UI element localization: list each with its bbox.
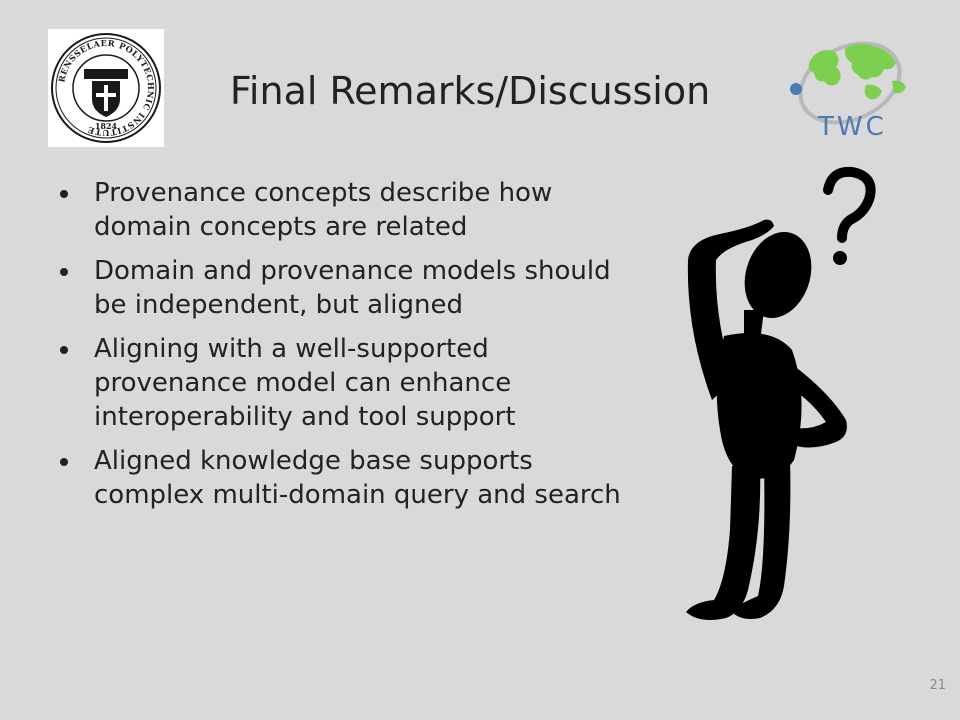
twc-logo-text: TWC: [817, 112, 887, 142]
seal-year: 1824: [95, 121, 118, 131]
thinking-person-icon: [686, 166, 876, 620]
bullet-dot-icon: [60, 190, 68, 198]
thinking-figure-illustration: [660, 160, 900, 650]
seal-band-icon: [84, 69, 128, 79]
slide-title: Final Remarks/Discussion: [229, 69, 711, 113]
bullet-text: Aligning with a well-supported provenanc…: [94, 334, 516, 432]
twc-globe-icon: TWC: [790, 41, 906, 142]
bullet-text: Aligned knowledge base supports complex …: [94, 446, 621, 510]
seal-graphic: RENSSELAER POLYTECHNIC INSTITUTE 1824: [51, 33, 161, 143]
bullet-item: Aligned knowledge base supports complex …: [58, 444, 648, 512]
bullet-text: Domain and provenance models should be i…: [94, 256, 611, 320]
page-number: 21: [929, 678, 946, 693]
bullet-item: Provenance concepts describe how domain …: [58, 176, 648, 244]
bullet-dot-icon: [60, 268, 68, 276]
rpi-seal-logo: RENSSELAER POLYTECHNIC INSTITUTE 1824: [48, 29, 164, 147]
bullet-list: Provenance concepts describe how domain …: [58, 176, 648, 522]
bullet-item: Domain and provenance models should be i…: [58, 254, 648, 322]
twc-logo: TWC: [780, 25, 915, 150]
bullet-dot-icon: [60, 458, 68, 466]
bullet-text: Provenance concepts describe how domain …: [94, 178, 553, 242]
bullet-dot-icon: [60, 346, 68, 354]
bullet-item: Aligning with a well-supported provenanc…: [58, 332, 648, 434]
